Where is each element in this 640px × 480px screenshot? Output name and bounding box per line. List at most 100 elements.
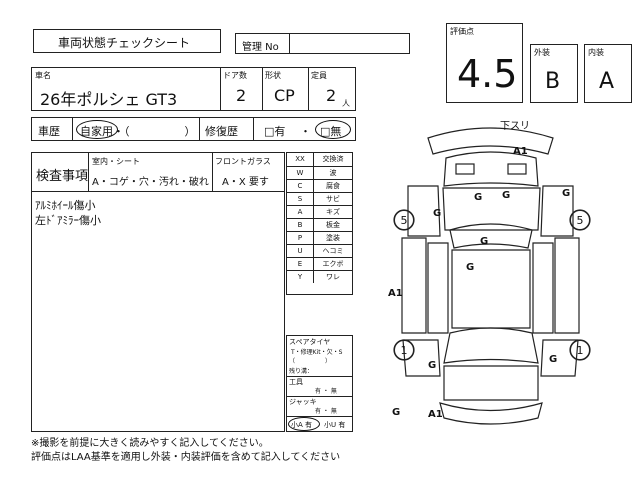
mark-g-2: G bbox=[502, 190, 511, 201]
capacity-divider bbox=[308, 68, 309, 110]
jack-options: 有 ・ 無 bbox=[315, 408, 337, 415]
legend-header: XX 交換済 bbox=[287, 153, 352, 166]
size-small: 小U 有 bbox=[324, 421, 346, 429]
interior-seat-label: 室内・シート bbox=[92, 157, 140, 166]
inspection-divider-1 bbox=[88, 153, 89, 191]
interior-value: A bbox=[599, 69, 615, 94]
interior-label: 内装 bbox=[588, 48, 604, 57]
legend-desc: 塗装 bbox=[326, 234, 340, 242]
rear-fender-right bbox=[540, 339, 579, 377]
inspection-label: 検査事項 bbox=[36, 169, 89, 184]
mark-g-5: G bbox=[480, 236, 489, 247]
legend-desc: エクボ bbox=[322, 260, 344, 268]
interior-box: 内装 A bbox=[584, 44, 632, 103]
inspection-block: 検査事項 室内・シート A・コゲ・穴・汚れ・破れ フロントガラス A・X 要す … bbox=[31, 152, 285, 432]
windshield-right bbox=[507, 163, 527, 175]
tools-options: 有 ・ 無 bbox=[315, 388, 337, 395]
diagram-top-label: 下スリ bbox=[500, 121, 530, 132]
roof bbox=[449, 223, 533, 249]
shape-divider bbox=[262, 68, 263, 110]
capacity-unit: 人 bbox=[342, 99, 350, 108]
spare-tire-options: T・修理Kit・欠・S bbox=[291, 349, 343, 356]
shape-value: CP bbox=[274, 86, 295, 105]
tools-label: 工具 bbox=[289, 378, 303, 386]
mark-g-8: G bbox=[549, 354, 558, 365]
doors-label: ドア数 bbox=[223, 71, 247, 80]
inspection-divider-2 bbox=[212, 153, 213, 191]
footer-line2: 評価点はLAA基準を適用し外装・内装評価を含めて記入してください bbox=[31, 452, 341, 463]
doors-divider bbox=[220, 68, 221, 110]
legend-row: S サビ bbox=[287, 192, 352, 205]
hood bbox=[443, 151, 539, 187]
cabin-center bbox=[451, 249, 531, 329]
legend-row: C 腐食 bbox=[287, 179, 352, 192]
tire-front-left-rating: 5 bbox=[394, 210, 414, 230]
legend-desc: ヘコミ bbox=[322, 247, 344, 255]
exterior-box: 外装 B bbox=[530, 44, 578, 103]
mark-a1-top: A1 bbox=[513, 146, 528, 157]
mark-g-4: G bbox=[562, 188, 571, 199]
mark-a1-left: A1 bbox=[388, 288, 403, 299]
equip-hline-1 bbox=[287, 376, 352, 377]
history-row: 車歴 自家用・（ ） 修復歴 □有 ・ □無 bbox=[31, 117, 356, 141]
left-door bbox=[427, 242, 449, 334]
repair-yes: □有 bbox=[264, 125, 286, 138]
legend-desc: サビ bbox=[326, 195, 340, 203]
sheet-title-box: 車両状態チェックシート bbox=[33, 29, 221, 53]
score-label: 評価点 bbox=[450, 27, 474, 36]
exterior-value: B bbox=[545, 69, 561, 94]
management-divider bbox=[289, 34, 290, 53]
interior-seat-value: A・コゲ・穴・汚れ・破れ bbox=[92, 177, 209, 188]
car-diagram bbox=[393, 127, 591, 425]
legend-code: C bbox=[287, 180, 314, 192]
front-glass-value: A・X 要す bbox=[222, 177, 269, 188]
history-label: 車歴 bbox=[38, 125, 60, 138]
trunk bbox=[443, 365, 539, 401]
vehicle-row: 車名 26年ポルシェ GT3 ドア数 2 形状 CP 定員 2 人 bbox=[31, 67, 356, 111]
rear-deck bbox=[443, 327, 539, 364]
mark-g-6: G bbox=[466, 262, 475, 273]
tire-rear-left-rating: 1 bbox=[394, 340, 414, 360]
legend-code: E bbox=[287, 258, 314, 270]
rear-bumper bbox=[439, 402, 543, 425]
management-label: 管理 No bbox=[242, 42, 279, 53]
legend-code: U bbox=[287, 245, 314, 257]
capacity-label: 定員 bbox=[311, 71, 327, 80]
mark-a1-bottom: A1 bbox=[428, 409, 443, 420]
legend-row: U ヘコミ bbox=[287, 244, 352, 257]
legend-desc: 腐食 bbox=[326, 182, 340, 190]
front-fender-area bbox=[442, 187, 541, 231]
footer-line1: ※撮影を前提に大きく読みやすく記入してください。 bbox=[31, 438, 269, 449]
legend-code: W bbox=[287, 167, 314, 179]
front-glass-label: フロントガラス bbox=[215, 157, 271, 166]
legend-code: P bbox=[287, 232, 314, 244]
jack-label: ジャッキ bbox=[289, 398, 317, 406]
notes-line1: ｱﾙﾐﾎｲｰﾙ傷小 bbox=[35, 199, 96, 212]
exterior-label: 外装 bbox=[534, 48, 550, 57]
history-divider bbox=[72, 118, 73, 140]
inspection-hline bbox=[32, 191, 284, 192]
right-door bbox=[532, 242, 554, 334]
size-large-ring bbox=[288, 417, 320, 431]
remaining-label: 残り溝： bbox=[289, 368, 314, 375]
legend-row: P 塗装 bbox=[287, 231, 352, 244]
equip-hline-3 bbox=[287, 416, 352, 417]
score-value: 4.5 bbox=[457, 52, 518, 96]
equip-hline-2 bbox=[287, 396, 352, 397]
legend-header-code: XX bbox=[287, 153, 314, 166]
capacity-value: 2 bbox=[326, 86, 337, 105]
score-box: 評価点 4.5 bbox=[446, 23, 523, 103]
sheet-title: 車両状態チェックシート bbox=[58, 36, 191, 50]
legend-desc: ワレ bbox=[326, 273, 340, 281]
legend-desc: 板金 bbox=[326, 221, 340, 229]
front-bumper bbox=[427, 127, 554, 155]
legend-header-desc: 交換済 bbox=[322, 155, 344, 163]
repair-divider bbox=[199, 118, 200, 140]
repair-selected-ring bbox=[315, 120, 351, 139]
equipment-box: スペアタイヤ T・修理Kit・欠・S （ ） 残り溝： 工具 有 ・ 無 ジャッ… bbox=[286, 335, 353, 432]
shape-label: 形状 bbox=[265, 71, 281, 80]
legend-row: B 板金 bbox=[287, 218, 352, 231]
legend-code: S bbox=[287, 193, 314, 205]
legend-code: B bbox=[287, 219, 314, 231]
